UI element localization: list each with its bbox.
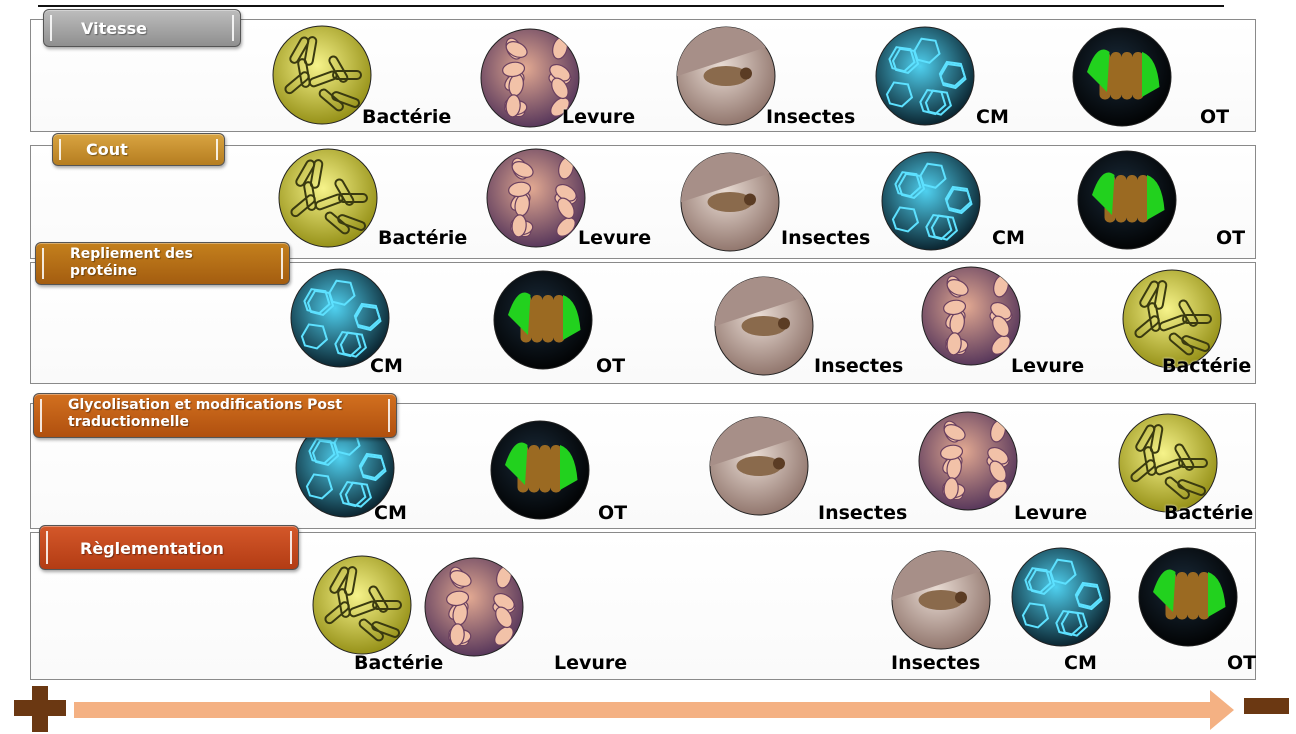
organism-label-insectes: Insectes [818,502,907,524]
criterion-tag-glycolisation: Glycolisation et modifications Post trad… [33,393,397,438]
criterion-tag-vitesse: Vitesse [43,9,241,47]
organism-label-cm: CM [992,227,1025,249]
minus-symbol [1244,698,1289,714]
organism-label-levure: Levure [554,652,627,674]
transgenic-organism-icon [490,420,590,520]
criterion-label: Cout [86,140,128,159]
plus-symbol [32,686,48,732]
organism-label-bacterie: Bactérie [1162,355,1251,377]
organism-label-bacterie: Bactérie [1164,502,1253,524]
criterion-label: Vitesse [81,19,147,38]
organism-label-insectes: Insectes [781,227,870,249]
organism-label-cm: CM [374,502,407,524]
bacteria-icon [1118,413,1218,513]
organism-label-ot: OT [1200,106,1229,128]
insect-cell-icon [709,416,809,516]
bacteria-icon [278,148,378,248]
mammalian-cell-icon [1011,547,1111,647]
yeast-icon [424,557,524,657]
insect-cell-icon [714,276,814,376]
organism-label-bacterie: Bactérie [378,227,467,249]
organism-label-levure: Levure [578,227,651,249]
insect-cell-icon [680,152,780,252]
organism-label-ot: OT [596,355,625,377]
insect-cell-icon [676,26,776,126]
organism-label-ot: OT [598,502,627,524]
yeast-icon [486,148,586,248]
mammalian-cell-icon [875,26,975,126]
transgenic-organism-icon [1138,547,1238,647]
bacteria-icon [1122,269,1222,369]
organism-label-levure: Levure [1014,502,1087,524]
bacteria-icon [272,25,372,125]
organism-label-levure: Levure [1011,355,1084,377]
organism-label-insectes: Insectes [891,652,980,674]
organism-label-insectes: Insectes [766,106,855,128]
transgenic-organism-icon [1077,150,1177,250]
criterion-label: Repliement des protéine [70,246,250,280]
criterion-tag-reglementation: Règlementation [39,525,299,570]
transgenic-organism-icon [493,270,593,370]
organism-label-levure: Levure [562,106,635,128]
criterion-label: Règlementation [80,539,224,558]
scale-arrow [60,686,1236,734]
criterion-tag-repliement: Repliement des protéine [35,242,290,285]
transgenic-organism-icon [1072,27,1172,127]
mammalian-cell-icon [881,151,981,251]
organism-label-cm: CM [976,106,1009,128]
organism-label-insectes: Insectes [814,355,903,377]
organism-label-bacterie: Bactérie [362,106,451,128]
organism-label-ot: OT [1227,652,1256,674]
criterion-label: Glycolisation et modifications Post trad… [68,397,388,431]
yeast-icon [918,411,1018,511]
yeast-icon [921,266,1021,366]
top-rule [38,5,1224,7]
mammalian-cell-icon [290,268,390,368]
insect-cell-icon [891,550,991,650]
organism-label-cm: CM [370,355,403,377]
organism-label-ot: OT [1216,227,1245,249]
organism-label-cm: CM [1064,652,1097,674]
criterion-tag-cout: Cout [52,133,225,166]
bacteria-icon [312,555,412,655]
